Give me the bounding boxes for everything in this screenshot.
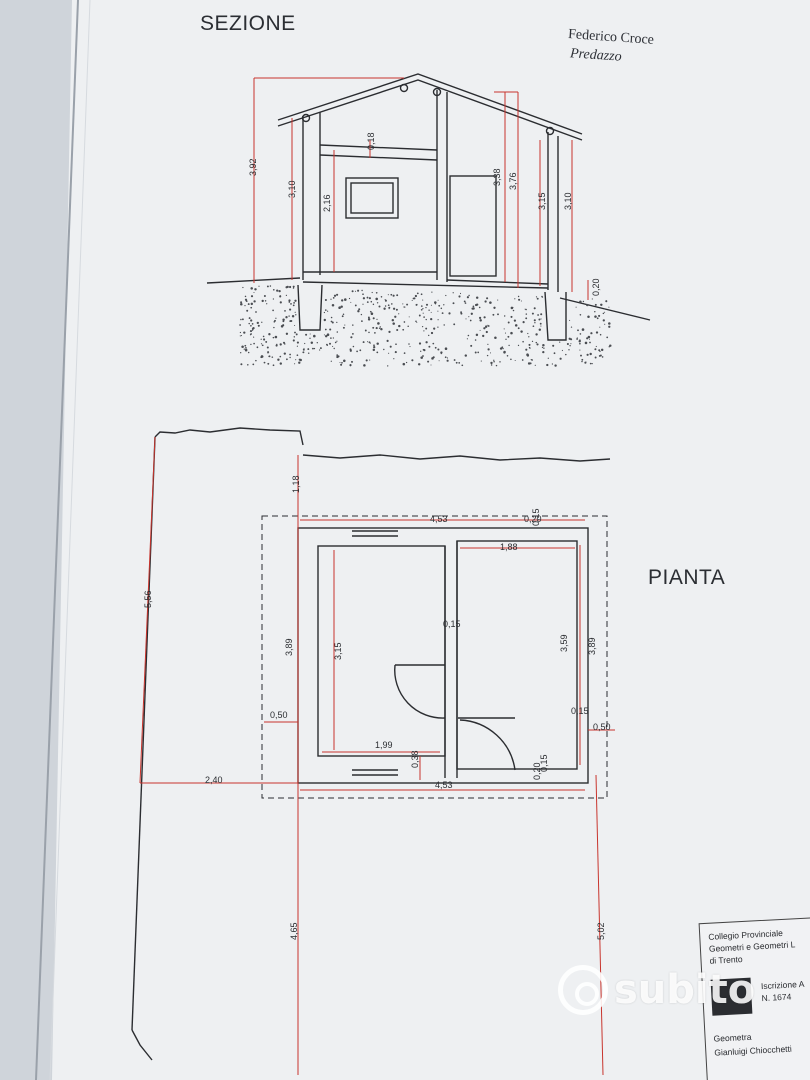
stamp-name: Gianluigi Chiocchetti bbox=[714, 1043, 793, 1058]
subito-logo-icon bbox=[558, 965, 608, 1015]
plan-dimension-label: 3,59 bbox=[559, 634, 569, 652]
section-dimension-label: 3,76 bbox=[508, 172, 518, 190]
plan-dimension-label: 0,38 bbox=[410, 750, 420, 768]
section-dimension-label: 3,10 bbox=[563, 192, 573, 210]
plan-dimension-label: 3,89 bbox=[284, 638, 294, 656]
section-drawing bbox=[206, 73, 651, 341]
plan-dimension-label: 1,88 bbox=[500, 542, 518, 552]
section-dimension-label: 3,15 bbox=[537, 192, 547, 210]
plan-dimension-label: 0,15 bbox=[443, 619, 461, 629]
section-dimension-label: 3,92 bbox=[248, 158, 258, 176]
gravel-hatch bbox=[239, 285, 612, 367]
plan-title: PIANTA bbox=[648, 566, 726, 589]
plan-dimension-label: 2,40 bbox=[205, 775, 223, 785]
plan-dimension-label: 5,02 bbox=[596, 922, 606, 940]
plan-dimension-label: 5,56 bbox=[143, 590, 153, 608]
plan-dimension-label: 3,15 bbox=[333, 642, 343, 660]
section-dimension-label: 0,18 bbox=[366, 132, 376, 150]
section-dimension-lines bbox=[253, 77, 589, 300]
stamp-line-2: Geometri e Geometri L bbox=[708, 939, 796, 954]
plan-dimension-label: 1,99 bbox=[375, 740, 393, 750]
plan-dimension-label: 0,50 bbox=[270, 710, 288, 720]
section-dimension-label: 3,10 bbox=[287, 180, 297, 198]
stamp-iscrizione: Iscrizione A bbox=[760, 978, 805, 992]
plan-dashed-outline bbox=[261, 515, 608, 799]
plan-dimension-label: 1,18 bbox=[291, 475, 301, 493]
stamp-number: N. 1674 bbox=[761, 991, 792, 1004]
plan-dimension-label: 0,50 bbox=[593, 722, 611, 732]
subito-watermark: subito bbox=[558, 965, 755, 1015]
plan-dimension-label: 4,53 bbox=[435, 780, 453, 790]
watermark-text: subito bbox=[614, 967, 756, 1013]
section-dimension-label: 0,20 bbox=[591, 278, 601, 296]
plan-dimension-label: 4,65 bbox=[289, 922, 299, 940]
section-dimension-label: 3,38 bbox=[492, 168, 502, 186]
plan-dimension-label: 4,53 bbox=[430, 514, 448, 524]
section-title: SEZIONE bbox=[200, 12, 296, 35]
plan-dimension-label: 0,15 bbox=[571, 706, 589, 716]
plan-dimension-label: 0,20 bbox=[524, 514, 542, 524]
stamp-role: Geometra bbox=[713, 1031, 752, 1044]
plan-dimension-label: 0,15 bbox=[539, 754, 549, 772]
section-dimension-label: 2,16 bbox=[322, 194, 332, 212]
plan-dimension-label: 0,15 bbox=[531, 508, 541, 526]
plan-dimension-lines bbox=[139, 436, 615, 1076]
plan-dimension-label: 3,89 bbox=[587, 637, 597, 655]
